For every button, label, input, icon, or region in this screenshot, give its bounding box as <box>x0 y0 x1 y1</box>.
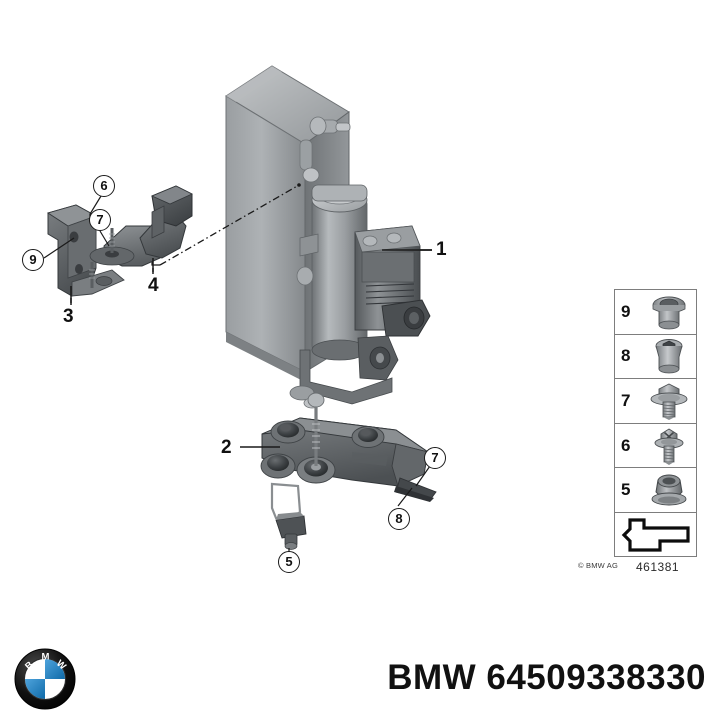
legend-number-9: 9 <box>621 301 631 321</box>
callout-1[interactable]: 1 <box>436 239 447 260</box>
collar-nut-art <box>270 482 307 562</box>
condenser-compressor-assembly-art <box>225 65 432 409</box>
receiver-drier <box>311 184 368 361</box>
legend-row-8[interactable]: 8 <box>615 335 696 380</box>
condenser-fittings <box>299 116 351 171</box>
lower-mounting-bracket-art <box>240 417 437 507</box>
bmw-roundel-logo: B M W <box>14 648 76 710</box>
hex-flange-bolt-icon <box>642 379 696 423</box>
svg-text:M: M <box>42 652 50 663</box>
bracket-bushings <box>260 420 385 484</box>
fastener-legend: 9 8 <box>614 289 697 557</box>
callout-6[interactable]: 6 <box>93 175 115 197</box>
through-bolt <box>307 392 325 466</box>
callout-7-lower[interactable]: 7 <box>424 447 446 469</box>
callout-4[interactable]: 4 <box>148 275 159 296</box>
legend-row-5[interactable]: 5 <box>615 468 696 513</box>
legend-row-6[interactable]: 6 <box>615 424 696 469</box>
direction-arrow-icon <box>619 513 695 558</box>
callout-9[interactable]: 9 <box>22 249 44 271</box>
left-support-bracket-art <box>46 204 125 305</box>
legend-number-7: 7 <box>621 390 631 410</box>
callout-8[interactable]: 8 <box>388 508 410 530</box>
callout-2[interactable]: 2 <box>221 437 232 458</box>
cross-recess-screw-icon <box>642 424 696 468</box>
compressor-motor <box>354 225 431 337</box>
part-number-label: BMW 64509338330 <box>387 658 706 697</box>
legend-row-7[interactable]: 7 <box>615 379 696 424</box>
legend-number-8: 8 <box>621 346 631 366</box>
drawing-number: 461381 <box>636 560 680 574</box>
legend-row-arrow[interactable] <box>615 513 696 558</box>
callout-3[interactable]: 3 <box>63 306 74 327</box>
legend-number-6: 6 <box>621 435 631 455</box>
legend-row-9[interactable]: 9 <box>615 290 696 335</box>
exploded-diagram <box>43 65 437 562</box>
callout-5[interactable]: 5 <box>278 551 300 573</box>
callout-7-upper[interactable]: 7 <box>89 209 111 231</box>
socket-head-bush-icon <box>642 335 696 379</box>
collar-nut-icon <box>642 468 696 512</box>
legend-number-5: 5 <box>621 480 631 500</box>
footer-bar: B M W BMW 64509338330 <box>0 640 720 720</box>
flanged-insert-nut-icon <box>642 290 696 334</box>
copyright-notice: © BMW AG <box>578 561 619 570</box>
